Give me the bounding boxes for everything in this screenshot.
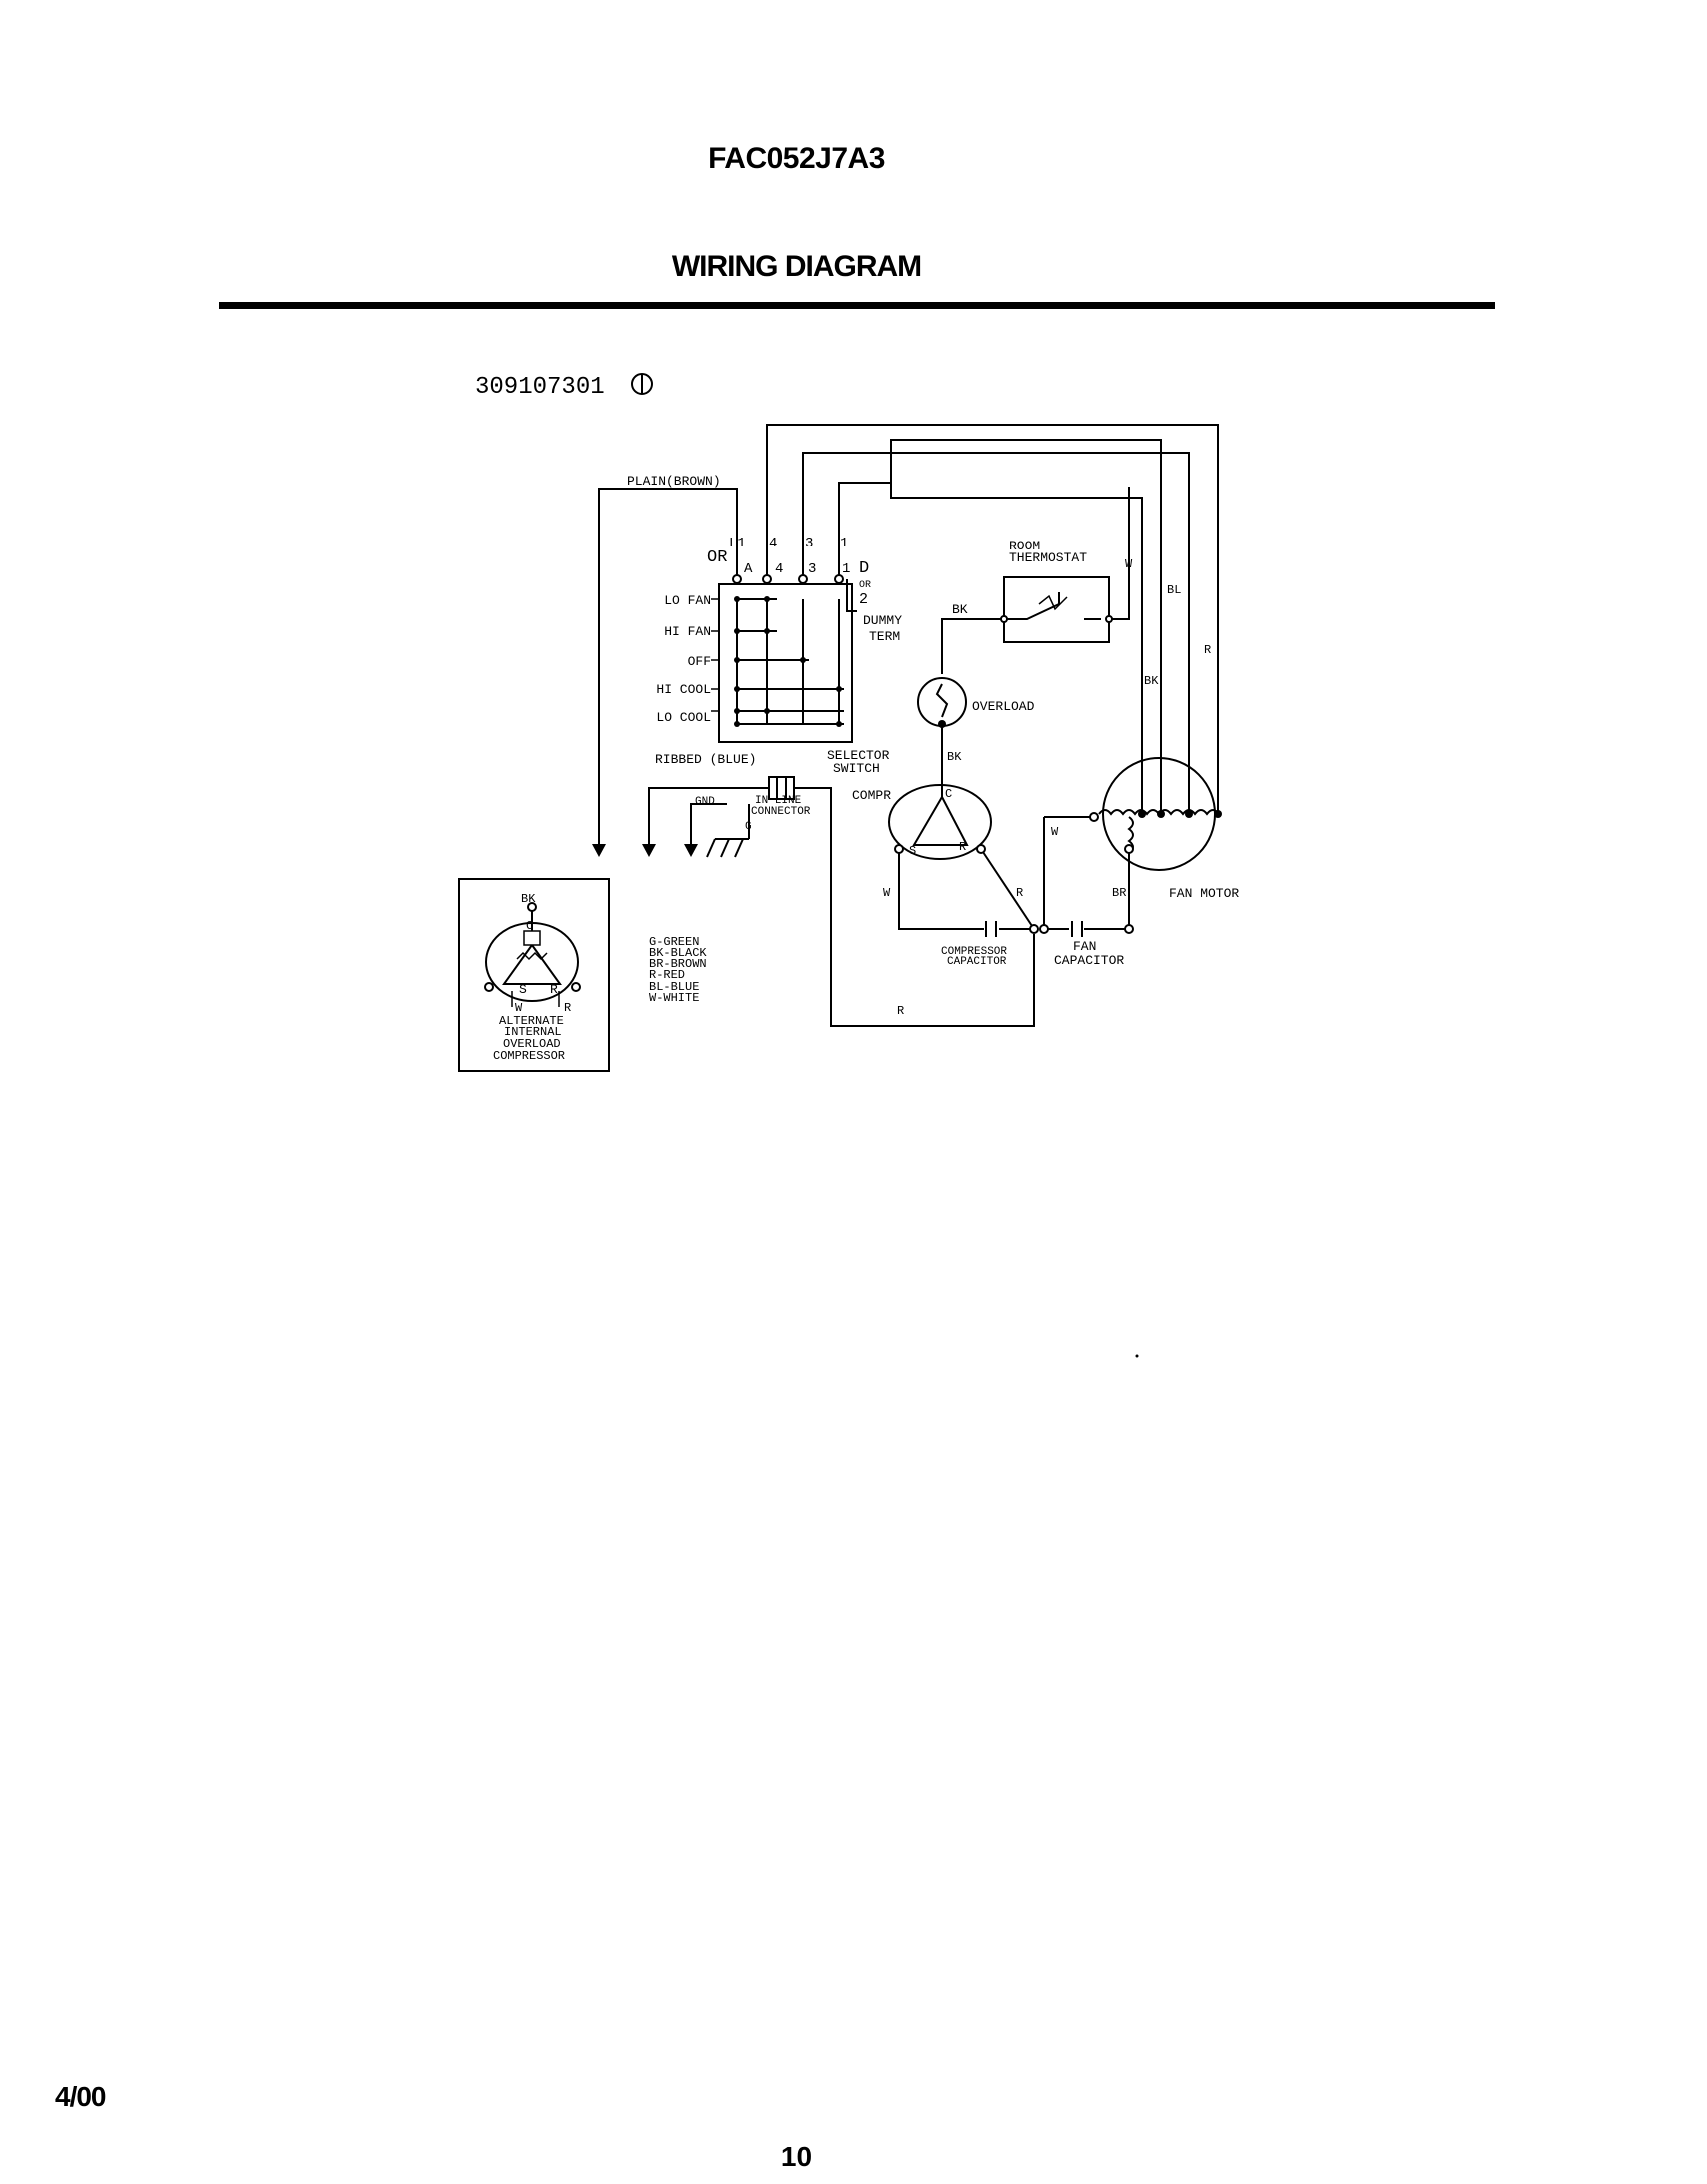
in-line-connector <box>768 776 795 800</box>
terminal-inner-3: 3 <box>808 561 816 577</box>
dummy-term-line2: TERM <box>869 629 900 644</box>
alt-bk-label: BK <box>521 892 536 906</box>
fan-r-wire: R <box>1204 643 1211 657</box>
gnd-label: GND <box>695 796 715 808</box>
title-rule <box>219 302 1495 309</box>
connector-line1: IN LINE <box>755 795 802 807</box>
plain-lead-label: PLAIN(BROWN) <box>627 474 721 489</box>
compressor-r-label: R <box>959 840 966 854</box>
terminal-inner-4: 4 <box>775 561 783 577</box>
position-hi-fan: HI FAN <box>664 624 711 639</box>
thermostat-line1: ROOM <box>1009 539 1040 553</box>
terminal-d: D <box>859 559 869 578</box>
fan-capacitor-line2: CAPACITOR <box>1054 953 1124 968</box>
terminal-or-small: OR <box>859 580 871 591</box>
switch-or-label: OR <box>707 548 727 567</box>
alt-caption-line4: COMPRESSOR <box>493 1049 565 1063</box>
thermostat-w-label: W <box>1125 557 1133 571</box>
position-lo-fan: LO FAN <box>664 593 711 608</box>
fan-w-wire: W <box>1051 825 1059 839</box>
compressor-r-wire: R <box>1016 886 1023 900</box>
alt-w-label: W <box>515 1001 523 1015</box>
position-ticks <box>711 598 719 712</box>
legend-green: G-GREEN <box>649 935 699 949</box>
alt-s-label: S <box>519 982 527 997</box>
footer-date: 4/00 <box>55 2081 106 2112</box>
selector-switch <box>718 574 853 743</box>
compressor <box>888 784 992 860</box>
legend-white: W-WHITE <box>649 991 699 1005</box>
alt-caption-line3: OVERLOAD <box>503 1037 561 1051</box>
ground-symbol <box>706 829 750 858</box>
g-label: G <box>745 821 752 833</box>
room-thermostat <box>1000 576 1113 643</box>
fan-capacitor-line1: FAN <box>1073 939 1096 954</box>
alt-r-label: R <box>550 982 558 997</box>
selector-switch-line2: SWITCH <box>833 761 880 776</box>
fan-capacitor <box>1071 921 1083 937</box>
compressor-label: COMPR <box>852 788 891 803</box>
alt-r-wire-label: R <box>564 1001 571 1015</box>
terminal-inner-1: 1 <box>842 561 850 577</box>
compressor-capacitor-line1: COMPRESSOR <box>941 946 1007 958</box>
selector-switch-line1: SELECTOR <box>827 748 890 763</box>
terminal-inner-a: A <box>744 561 753 577</box>
legend-red: R-RED <box>649 968 685 982</box>
alt-caption-line1: ALTERNATE <box>499 1014 564 1028</box>
compressor-capacitor <box>985 921 997 937</box>
legend-brown: BR-BROWN <box>649 957 707 971</box>
compressor-s-label: S <box>909 844 916 858</box>
compressor-capacitor-line2: CAPACITOR <box>947 956 1007 968</box>
compressor-w-wire: W <box>883 886 891 900</box>
page-title: WIRING DIAGRAM <box>671 250 922 283</box>
fan-motor <box>1089 757 1222 871</box>
fan-bl-wire: BL <box>1167 583 1181 597</box>
compressor-c-label: C <box>945 787 952 801</box>
color-legend: G-GREEN BK-BLACK BR-BROWN R-RED BL-BLUE … <box>649 935 707 1005</box>
model-number: FAC052J7A3 <box>708 142 885 175</box>
fan-bk-wire: BK <box>1144 674 1159 688</box>
revision-mark <box>631 373 653 395</box>
terminal-top-4: 4 <box>769 536 777 551</box>
terminal-2: 2 <box>859 591 868 608</box>
position-off: OFF <box>688 654 711 669</box>
stray-dot <box>1135 1354 1139 1358</box>
legend-blue: BL-BLUE <box>649 980 699 994</box>
fan-motor-label: FAN MOTOR <box>1169 886 1239 901</box>
thermostat-line2: THERMOSTAT <box>1009 550 1087 565</box>
overload <box>917 677 967 728</box>
capacitor-junctions <box>1029 924 1134 934</box>
overload-label: OVERLOAD <box>972 699 1035 714</box>
ribbed-lead-label: RIBBED (BLUE) <box>655 752 756 767</box>
alt-c-label: C <box>526 919 533 933</box>
terminal-top-1: 1 <box>840 536 848 551</box>
position-lo-cool: LO COOL <box>656 710 711 725</box>
alternate-compressor-box <box>458 878 610 1072</box>
dummy-term-line1: DUMMY <box>863 613 902 628</box>
overload-bk-label: BK <box>947 750 962 764</box>
part-number: 309107301 <box>475 374 605 401</box>
thermostat-bk-label: BK <box>952 602 968 617</box>
page-number: 10 <box>780 2141 813 2172</box>
wire-paths <box>598 424 1219 1027</box>
alt-caption-line2: INTERNAL <box>504 1025 562 1039</box>
lead-arrows <box>592 844 698 857</box>
legend-black: BK-BLACK <box>649 946 707 960</box>
position-hi-cool: HI COOL <box>656 682 711 697</box>
terminal-top-3: 3 <box>805 536 813 551</box>
terminal-top-l1: L1 <box>729 536 746 551</box>
fan-br-wire: BR <box>1112 886 1126 900</box>
connector-line2: CONNECTOR <box>751 806 811 818</box>
bottom-r-wire: R <box>897 1004 904 1018</box>
